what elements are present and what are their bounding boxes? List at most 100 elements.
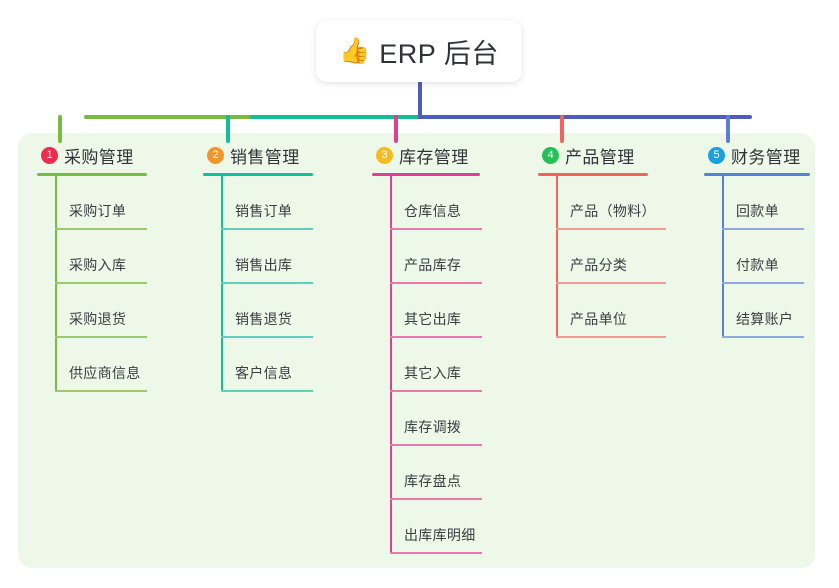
leaf-item-rule — [55, 390, 147, 392]
leaf-item-rule — [390, 444, 482, 446]
leaf-item[interactable]: 产品（物料） — [538, 176, 666, 230]
leaf-item-rule — [556, 228, 666, 230]
branch-leaf-list: 回款单付款单结算账户 — [704, 176, 810, 338]
leaf-item-label: 客户信息 — [235, 365, 293, 381]
leaf-item[interactable]: 采购退货 — [37, 284, 147, 338]
root-node[interactable]: 👍 ERP 后台 — [316, 20, 522, 82]
leaf-item-rule — [221, 390, 313, 392]
branch-header-5[interactable]: 5 财务管理 — [704, 142, 810, 168]
leaf-item[interactable]: 库存调拨 — [372, 392, 482, 446]
leaf-item-label: 结算账户 — [736, 311, 794, 327]
leaf-item-label: 销售退货 — [235, 311, 293, 327]
leaf-item[interactable]: 回款单 — [704, 176, 810, 230]
leaf-item[interactable]: 产品库存 — [372, 230, 482, 284]
leaf-item-rule — [390, 390, 482, 392]
leaf-item-rule — [722, 228, 804, 230]
branch-header-3[interactable]: 3 库存管理 — [372, 142, 480, 168]
leaf-item-label: 付款单 — [736, 257, 779, 273]
leaf-item[interactable]: 产品分类 — [538, 230, 666, 284]
branch-header-rule — [37, 173, 147, 176]
leaf-item[interactable]: 销售退货 — [203, 284, 313, 338]
root-node-content: 👍 ERP 后台 — [339, 32, 499, 71]
branch-title: 产品管理 — [565, 147, 635, 167]
thumbs-up-icon: 👍 — [339, 36, 371, 65]
branch-title: 采购管理 — [64, 147, 134, 167]
branch-spine — [390, 176, 392, 554]
leaf-item[interactable]: 销售订单 — [203, 176, 313, 230]
leaf-item-label: 库存调拨 — [404, 419, 462, 435]
branch-header-4[interactable]: 4 产品管理 — [538, 142, 648, 168]
leaf-item[interactable]: 出库库明细 — [372, 500, 482, 554]
branch-drop-1 — [58, 115, 62, 143]
branch-leaf-list: 采购订单采购入库采购退货供应商信息 — [37, 176, 147, 392]
leaf-item-label: 采购退货 — [69, 311, 127, 327]
leaf-item-rule — [390, 336, 482, 338]
leaf-item-rule — [722, 336, 804, 338]
leaf-item-label: 产品单位 — [570, 311, 628, 327]
leaf-item-label: 产品（物料） — [570, 203, 656, 219]
leaf-item-label: 出库库明细 — [404, 527, 476, 543]
leaf-item[interactable]: 付款单 — [704, 230, 810, 284]
branch-drop-4 — [560, 115, 564, 143]
leaf-item-label: 产品库存 — [404, 257, 462, 273]
branch-header-rule — [538, 173, 648, 176]
leaf-item-label: 采购订单 — [69, 203, 127, 219]
branch-column-5: 5 财务管理回款单付款单结算账户 — [704, 142, 810, 338]
leaf-item-label: 其它出库 — [404, 311, 462, 327]
leaf-item-rule — [55, 228, 147, 230]
leaf-item-label: 库存盘点 — [404, 473, 462, 489]
leaf-item-label: 采购入库 — [69, 257, 127, 273]
branch-number-badge: 4 — [542, 146, 559, 164]
leaf-item-rule — [221, 228, 313, 230]
leaf-item[interactable]: 产品单位 — [538, 284, 666, 338]
branch-spine — [55, 176, 57, 392]
leaf-item-rule — [390, 552, 482, 554]
branch-header-2[interactable]: 2 销售管理 — [203, 142, 313, 168]
branch-drop-3 — [394, 115, 398, 143]
leaf-item-label: 销售订单 — [235, 203, 293, 219]
branch-column-2: 2 销售管理销售订单销售出库销售退货客户信息 — [203, 142, 313, 392]
leaf-item-label: 产品分类 — [570, 257, 628, 273]
leaf-item[interactable]: 供应商信息 — [37, 338, 147, 392]
bus-segment-2 — [250, 115, 422, 119]
leaf-item[interactable]: 采购入库 — [37, 230, 147, 284]
leaf-item-label: 供应商信息 — [69, 365, 141, 381]
branch-drop-5 — [726, 115, 730, 143]
leaf-item-rule — [55, 282, 147, 284]
branch-column-3: 3 库存管理仓库信息产品库存其它出库其它入库库存调拨库存盘点出库库明细 — [372, 142, 482, 554]
branch-leaf-list: 产品（物料） 产品分类产品单位 — [538, 176, 666, 338]
leaf-item[interactable]: 采购订单 — [37, 176, 147, 230]
branches-panel — [18, 133, 815, 568]
branch-title: 财务管理 — [731, 147, 801, 167]
branch-header-rule — [704, 173, 810, 176]
branch-drop-2 — [226, 115, 230, 143]
leaf-item-rule — [390, 498, 482, 500]
branch-spine — [722, 176, 724, 338]
branch-number-badge: 2 — [207, 146, 224, 164]
leaf-item-rule — [390, 282, 482, 284]
leaf-item[interactable]: 其它入库 — [372, 338, 482, 392]
branch-number-badge: 5 — [708, 146, 725, 164]
leaf-item-rule — [221, 336, 313, 338]
branch-leaf-list: 销售订单销售出库销售退货客户信息 — [203, 176, 313, 392]
leaf-item[interactable]: 仓库信息 — [372, 176, 482, 230]
branch-leaf-list: 仓库信息产品库存其它出库其它入库库存调拨库存盘点出库库明细 — [372, 176, 482, 554]
branch-column-4: 4 产品管理产品（物料） 产品分类产品单位 — [538, 142, 666, 338]
bus-segment-1 — [84, 115, 254, 119]
branch-title: 库存管理 — [399, 147, 469, 167]
branch-spine — [221, 176, 223, 392]
leaf-item[interactable]: 结算账户 — [704, 284, 810, 338]
leaf-item[interactable]: 库存盘点 — [372, 446, 482, 500]
leaf-item-label: 回款单 — [736, 203, 779, 219]
leaf-item[interactable]: 销售出库 — [203, 230, 313, 284]
leaf-item-rule — [221, 282, 313, 284]
leaf-item-label: 其它入库 — [404, 365, 462, 381]
leaf-item[interactable]: 其它出库 — [372, 284, 482, 338]
leaf-item[interactable]: 客户信息 — [203, 338, 313, 392]
branch-title: 销售管理 — [230, 147, 300, 167]
branch-header-rule — [372, 173, 480, 176]
branch-number-badge: 3 — [376, 146, 393, 164]
